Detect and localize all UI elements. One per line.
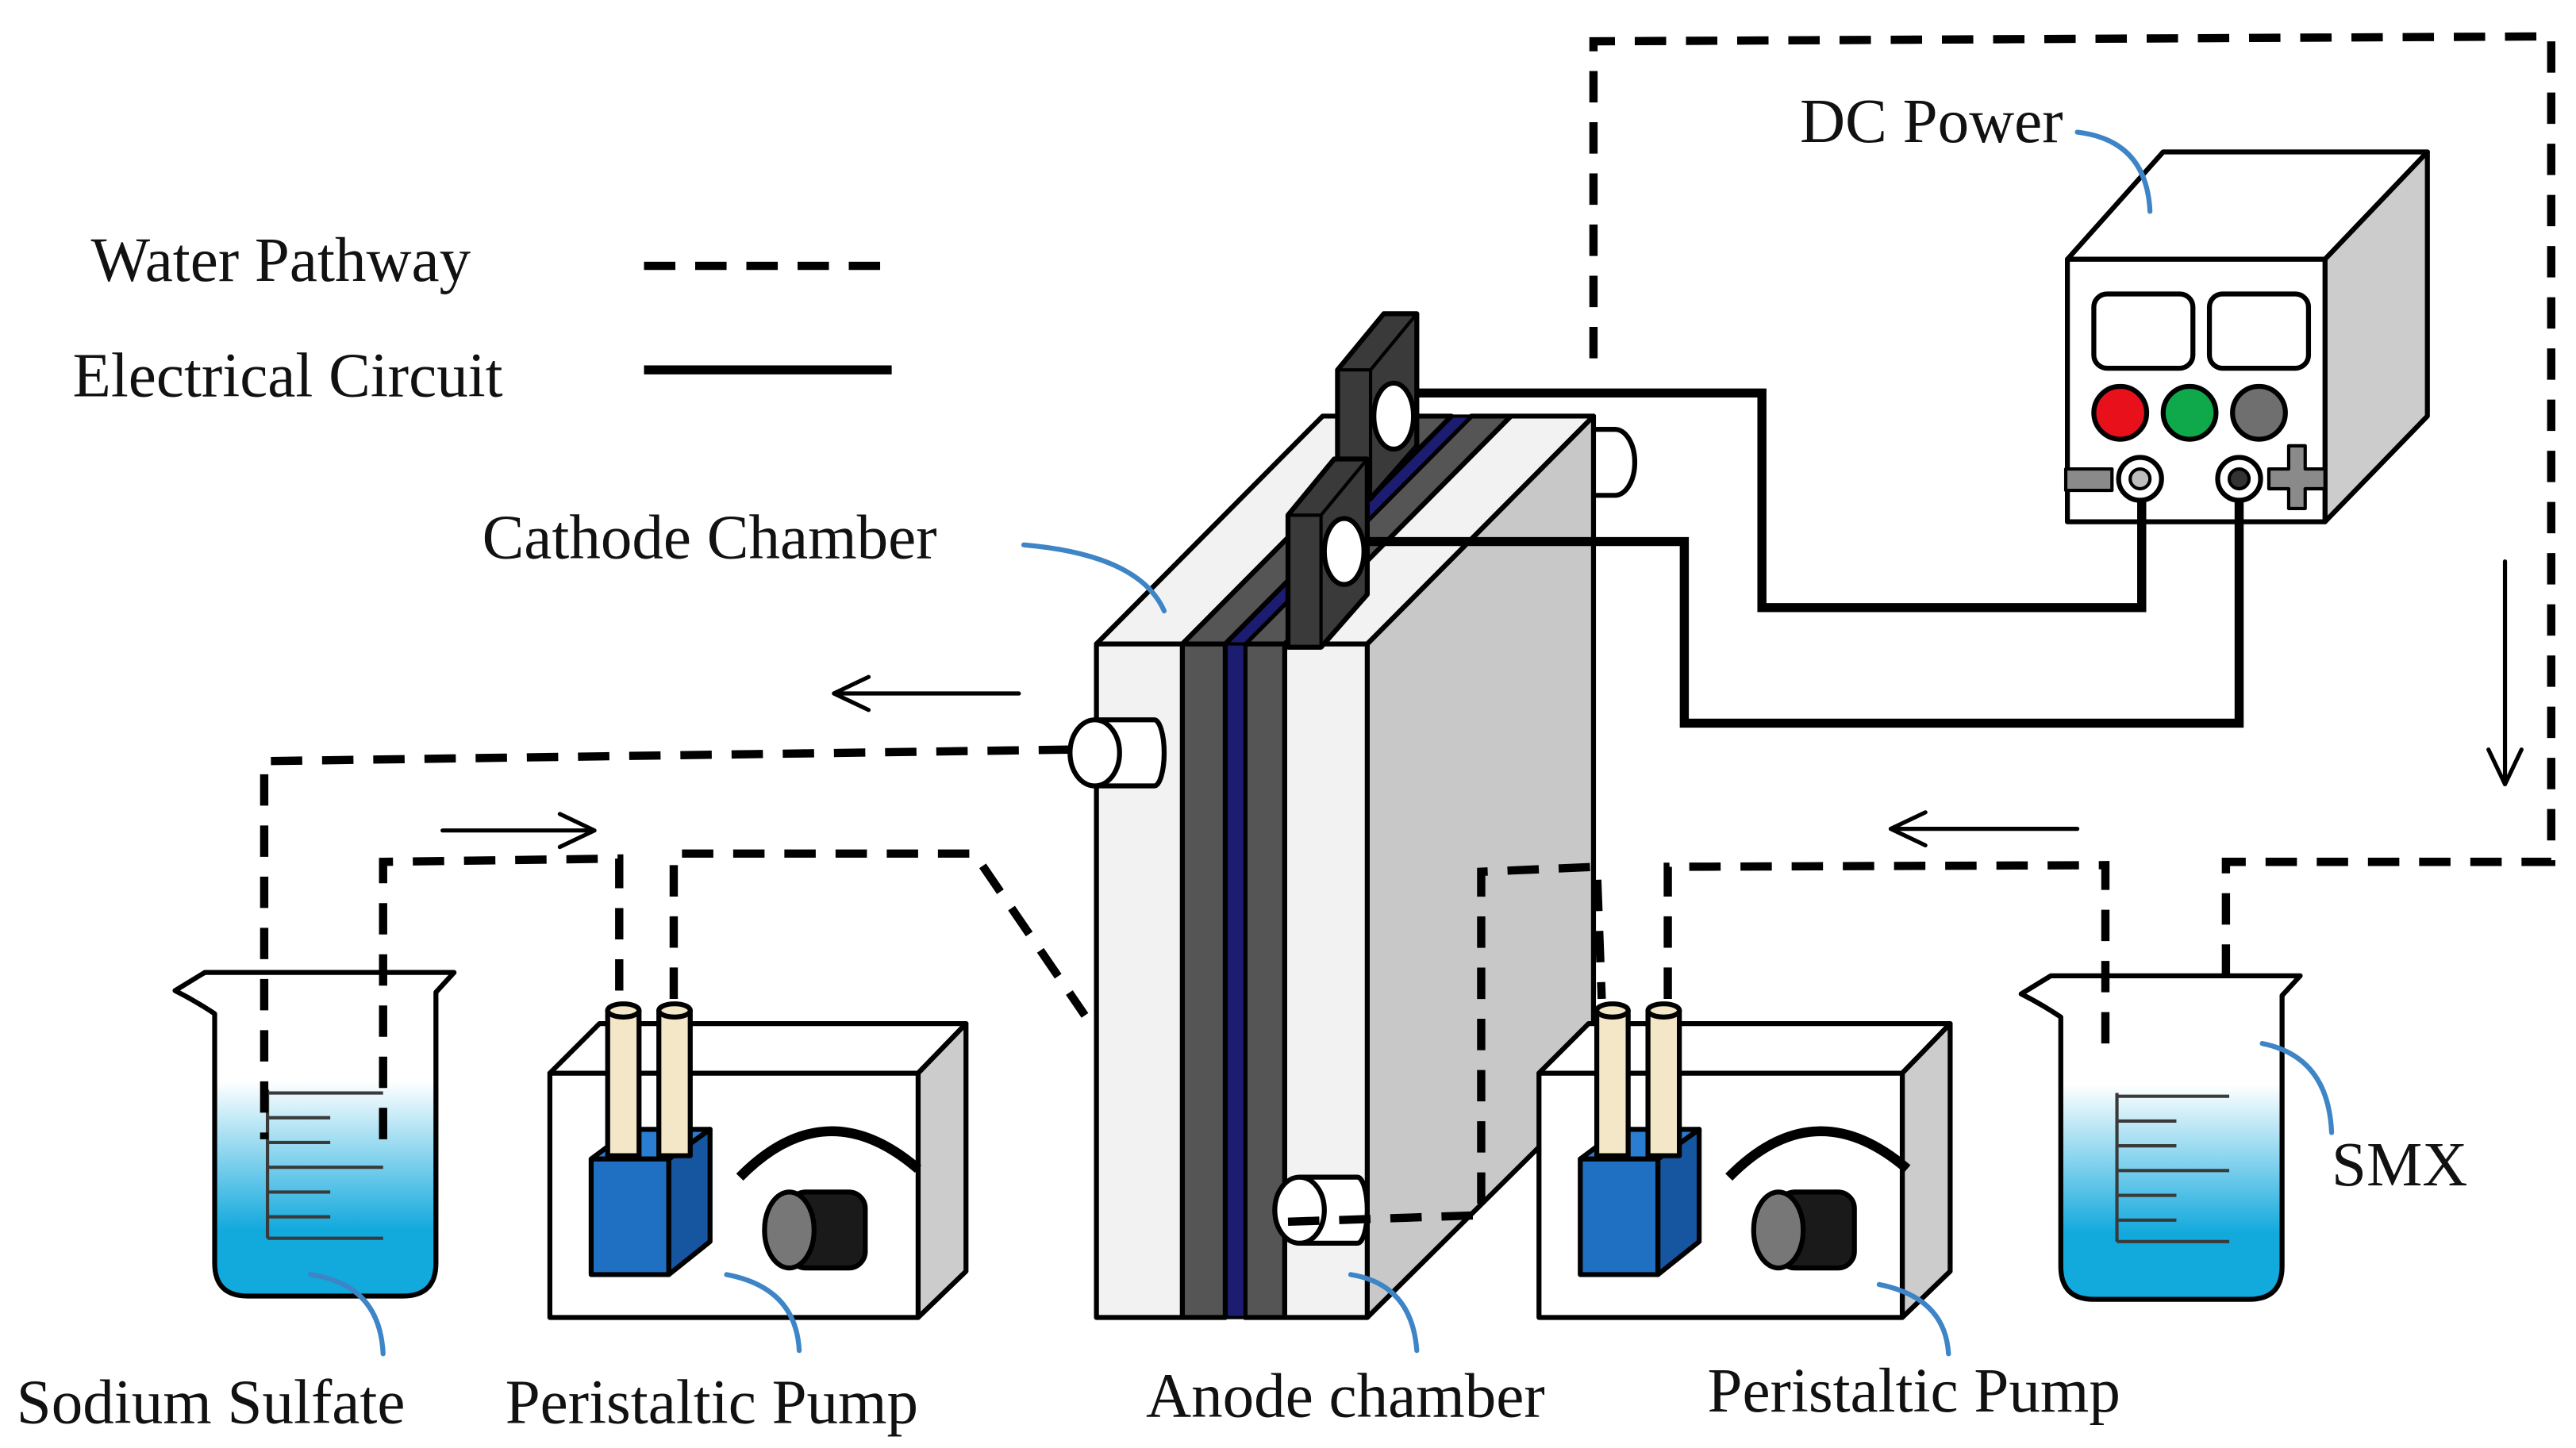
- meter-display-right: [2206, 291, 2312, 371]
- peristaltic-pump-right: [1536, 1001, 1953, 1320]
- cathode-outlet-port: [1067, 717, 1167, 789]
- red-indicator-button: [2091, 383, 2150, 442]
- peristaltic-pump-right-label: Peristaltic Pump: [1708, 1357, 2120, 1426]
- cathode-electrode-tab: [1335, 311, 1420, 501]
- dc-power-supply: [2063, 149, 2430, 524]
- green-indicator-button: [2160, 383, 2219, 442]
- anode-chamber-label: Anode chamber: [1146, 1362, 1545, 1431]
- flow-arrows: [440, 559, 2524, 850]
- cathode-electrode-plate: [1179, 641, 1228, 1320]
- dc-power-terminals: [2116, 455, 2263, 503]
- anode-inlet-port: [1272, 1174, 1370, 1246]
- legend-electrical-circuit-label: Electrical Circuit: [73, 341, 503, 410]
- pump-tubes: [605, 1001, 693, 1158]
- cathode-tab-hole: [1371, 380, 1417, 452]
- leader-dc-power: [2074, 129, 2153, 214]
- anode-tab-hole: [1321, 516, 1367, 587]
- meter-display-left: [2091, 291, 2196, 371]
- beaker-graduations: [2115, 1093, 2230, 1243]
- leader-anode-chamber: [1348, 1272, 1420, 1354]
- leader-cathode-chamber: [1021, 542, 1167, 614]
- pump-rotor-arc: [1725, 1126, 1911, 1181]
- water-pathways: [260, 745, 2110, 1227]
- water-pathway-smx-return-loop: [1589, 32, 2555, 1027]
- anode-electrode-tab: [1285, 456, 1370, 650]
- water-pathway-anode-to-pump: [1287, 862, 1606, 1227]
- smx-beaker: [2018, 973, 2303, 1302]
- arrow-left-icon: [1888, 810, 2080, 848]
- gray-indicator-button: [2230, 383, 2288, 442]
- legend: Water Pathway Electrical Circuit: [73, 226, 892, 410]
- leader-sodium-sulfate: [308, 1272, 386, 1357]
- dc-power-label: DC Power: [1800, 87, 2063, 156]
- peristaltic-pump-left-label: Peristaltic Pump: [506, 1369, 918, 1438]
- water-pathway-sodium-sulfate-to-pump: [379, 854, 624, 1139]
- cathode-chamber-label: Cathode Chamber: [483, 503, 937, 572]
- arrow-left-icon: [832, 674, 1021, 712]
- pump-side-face: [1899, 1021, 1953, 1320]
- water-pathway-cathode-to-sodium-sulfate: [260, 745, 1071, 1139]
- legend-water-pathway-label: Water Pathway: [90, 226, 471, 295]
- pump-rotor-arc: [736, 1126, 921, 1181]
- water-pathway-pump-to-smx: [1663, 861, 2110, 1044]
- leader-pump-right: [1876, 1281, 1951, 1357]
- negative-symbol-icon: [2063, 467, 2114, 493]
- leader-pump-left: [724, 1272, 802, 1354]
- water-pathway-pump-to-cathode: [669, 849, 1089, 1018]
- wire-anode-to-positive: [1367, 500, 2244, 728]
- membrane: [1223, 642, 1247, 1319]
- wire-cathode-to-negative: [1417, 388, 2147, 613]
- smx-label: SMX: [2332, 1131, 2467, 1200]
- positive-symbol-icon: [2266, 444, 2327, 511]
- beaker-graduations: [266, 1089, 383, 1240]
- pump-tubes: [1594, 1001, 1682, 1158]
- sodium-sulfate-label: Sodium Sulfate: [17, 1369, 406, 1438]
- peristaltic-pump-left: [547, 1001, 969, 1320]
- leader-smx: [2259, 1041, 2335, 1135]
- pump-speed-knob: [1751, 1189, 1857, 1271]
- sodium-sulfate-beaker: [172, 970, 457, 1299]
- arrow-right-icon: [440, 812, 597, 850]
- pump-side-face: [915, 1021, 969, 1320]
- component-labels: DC Power Cathode Chamber Sodium Sulfate …: [17, 87, 2468, 1438]
- arrow-down-icon: [2486, 559, 2524, 787]
- pump-speed-knob: [762, 1189, 868, 1271]
- leader-lines: [308, 129, 2335, 1357]
